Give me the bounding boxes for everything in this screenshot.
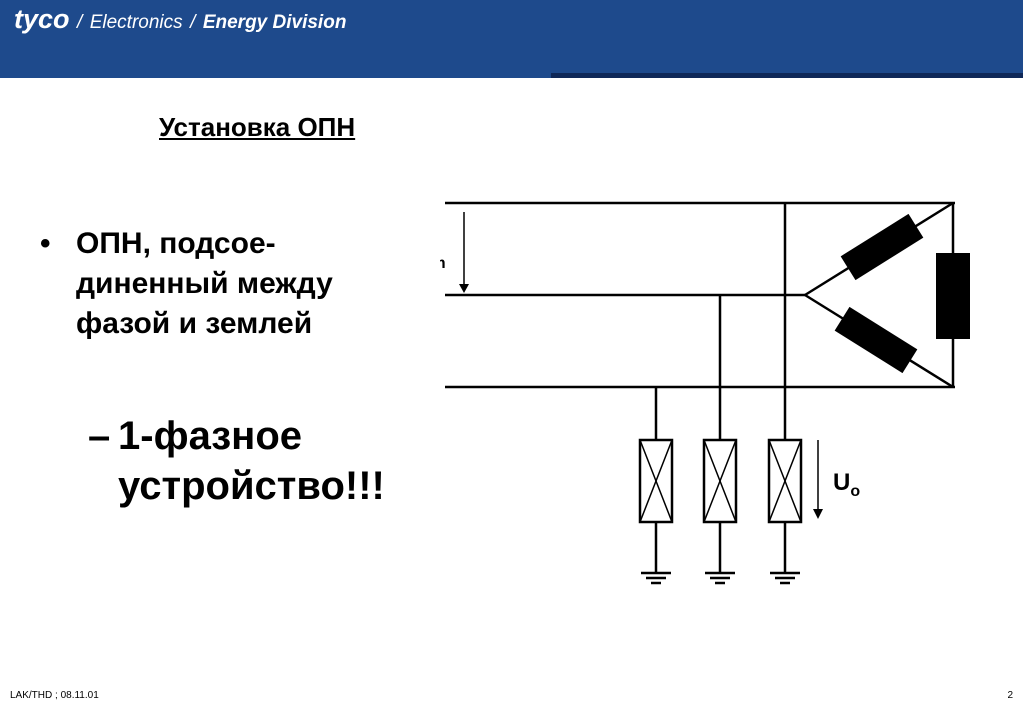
uo-arrow-head [813, 509, 823, 519]
brand-separator-2: / [190, 12, 196, 33]
brand-separator: / [76, 12, 83, 33]
resistor-block-vertical [936, 253, 970, 339]
footer-info: LAK/THD ; 08.11.01 [10, 690, 99, 701]
header-stripe [551, 73, 1023, 78]
ground-symbols [641, 571, 800, 585]
um-label: Um [440, 241, 446, 272]
sub-bullet-dash: – [88, 414, 111, 458]
slide-title: Установка ОПН [159, 112, 356, 142]
bullet-text: ОПН, подсое-диненный между фазой и земле… [76, 227, 333, 340]
circuit-diagram: Um Uo [440, 201, 970, 585]
resistor-block-upper [840, 213, 924, 281]
brand-logo: tyco / Electronics / Energy Division [14, 4, 346, 35]
tyco-logo: tyco [14, 4, 70, 34]
brand-energy-division: Energy Division [202, 12, 347, 33]
brand-electronics: Electronics [89, 12, 183, 33]
uo-label: Uo [833, 469, 860, 500]
sub-bullet-text: 1-фазное устройство!!! [118, 414, 385, 508]
bullet-dot: • [40, 227, 51, 260]
header-bar [0, 0, 1023, 78]
page-number: 2 [1007, 690, 1013, 701]
um-arrow-head [459, 284, 469, 293]
resistor-block-lower [834, 306, 918, 374]
